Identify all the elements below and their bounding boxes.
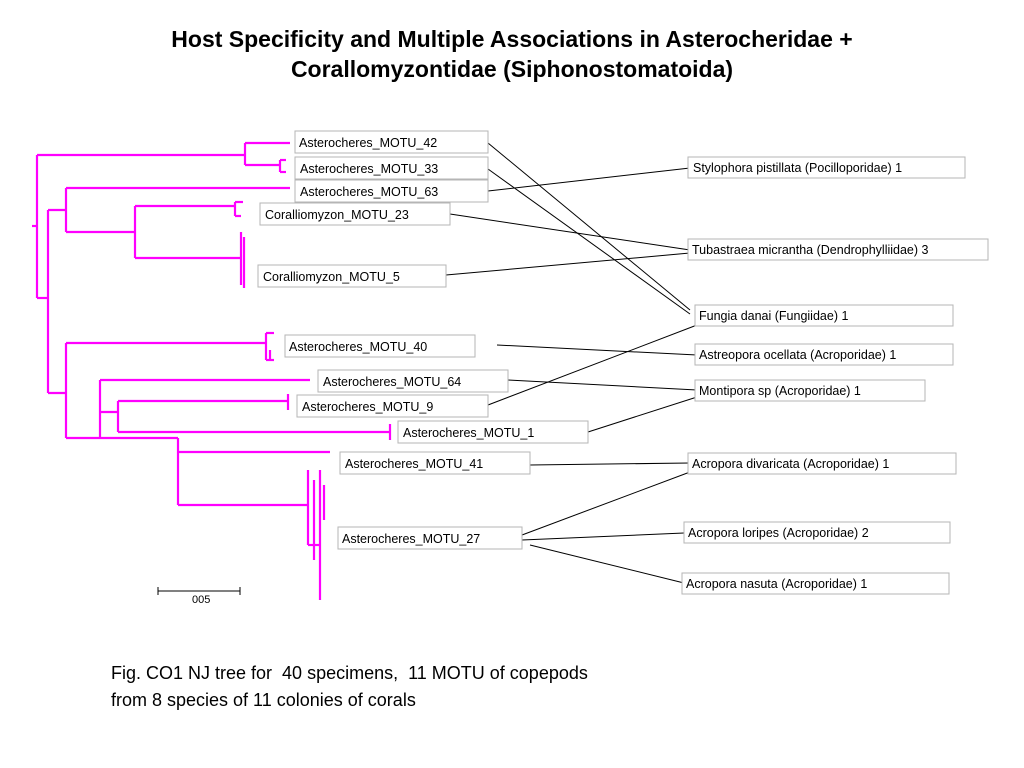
host-label-acropora-nasuta: Acropora nasuta (Acroporidae) 1 [681, 572, 950, 595]
host-label-text: Acropora loripes (Acroporidae) 2 [688, 526, 869, 540]
motu-label-27: Asterocheres_MOTU_27 [337, 526, 523, 550]
host-label-acropora-loripes: Acropora loripes (Acroporidae) 2 [683, 521, 951, 544]
motu-label-text: Coralliomyzon_MOTU_5 [263, 270, 400, 284]
host-label-text: Fungia danai (Fungiidae) 1 [699, 309, 848, 323]
motu-label-text: Asterocheres_MOTU_63 [300, 185, 438, 199]
motu-label-coralliomyzon-5: Coralliomyzon_MOTU_5 [257, 264, 447, 288]
link-motu42-fungia [487, 142, 691, 311]
link-motu40-astreopora [496, 344, 698, 356]
motu-label-text: Coralliomyzon_MOTU_23 [265, 208, 409, 222]
motu-label-9: Asterocheres_MOTU_9 [296, 394, 489, 418]
motu-label-33: Asterocheres_MOTU_33 [294, 156, 489, 180]
host-label-stylophora: Stylophora pistillata (Pocilloporidae) 1 [687, 156, 966, 179]
figure-caption: Fig. CO1 NJ tree for 40 specimens, 11 MO… [111, 660, 811, 714]
host-label-montipora: Montipora sp (Acroporidae) 1 [694, 379, 926, 402]
motu-label-text: Asterocheres_MOTU_27 [342, 532, 480, 546]
host-label-acropora-divaricata: Acropora divaricata (Acroporidae) 1 [687, 452, 957, 475]
figure-title-line-2: Corallomyzontidae (Siphonostomatoida) [290, 56, 734, 82]
figure-caption-line-2: from 8 species of 11 colonies of corals [111, 690, 416, 710]
host-label-tubastraea: Tubastraea micrantha (Dendrophylliidae) … [687, 238, 989, 261]
motu-label-coralliomyzon-23: Coralliomyzon_MOTU_23 [259, 202, 451, 226]
link-motu27-nasuta [529, 544, 685, 584]
nj-tree [32, 141, 392, 600]
motu-label-64: Asterocheres_MOTU_64 [317, 369, 509, 393]
host-label-text: Tubastraea micrantha (Dendrophylliidae) … [692, 243, 929, 257]
host-label-text: Montipora sp (Acroporidae) 1 [699, 384, 861, 398]
link-motu63-stylophora [487, 167, 691, 192]
motu-label-text: Asterocheres_MOTU_33 [300, 162, 438, 176]
host-label-text: Stylophora pistillata (Pocilloporidae) 1 [693, 161, 902, 175]
link-motu33-fungia [487, 168, 691, 315]
host-label-text: Acropora divaricata (Acroporidae) 1 [692, 457, 889, 471]
motu-label-text: Asterocheres_MOTU_9 [302, 400, 433, 414]
link-motu9-fungia [487, 324, 698, 406]
figure-caption-line-1: Fig. CO1 NJ tree for 40 specimens, 11 MO… [111, 663, 588, 683]
motu-label-41: Asterocheres_MOTU_41 [339, 451, 531, 475]
link-motu27-loripes [521, 532, 685, 541]
host-labels: Stylophora pistillata (Pocilloporidae) 1… [681, 156, 989, 595]
motu-label-text: Asterocheres_MOTU_1 [403, 426, 534, 440]
motu-label-63: Asterocheres_MOTU_63 [294, 179, 489, 203]
link-coralliomyzon5-tubastraea [445, 252, 691, 276]
host-label-astreopora: Astreopora ocellata (Acroporidae) 1 [694, 343, 954, 366]
motu-labels: Asterocheres_MOTU_42 Asterocheres_MOTU_3… [257, 130, 589, 550]
motu-label-40: Asterocheres_MOTU_40 [284, 334, 476, 358]
figure-title: Host Specificity and Multiple Associatio… [0, 24, 1024, 84]
link-coralliomyzon23-tubastraea [449, 213, 691, 251]
host-label-text: Astreopora ocellata (Acroporidae) 1 [699, 348, 896, 362]
link-motu27-divaricata [521, 471, 691, 536]
motu-label-text: Asterocheres_MOTU_41 [345, 457, 483, 471]
scale-bar-label: 005 [192, 594, 210, 606]
link-motu41-divaricata [529, 462, 691, 466]
motu-label-1: Asterocheres_MOTU_1 [397, 420, 589, 444]
figure-title-line-1: Host Specificity and Multiple Associatio… [171, 26, 853, 52]
host-label-text: Acropora nasuta (Acroporidae) 1 [686, 577, 867, 591]
host-label-fungia: Fungia danai (Fungiidae) 1 [694, 304, 954, 327]
motu-label-text: Asterocheres_MOTU_40 [289, 340, 427, 354]
motu-label-42: Asterocheres_MOTU_42 [294, 130, 489, 154]
scale-bar: 005 [157, 587, 241, 606]
link-motu1-montipora [587, 396, 698, 433]
link-motu64-montipora [507, 379, 698, 391]
motu-label-text: Asterocheres_MOTU_64 [323, 375, 461, 389]
association-lines [445, 142, 698, 584]
motu-label-text: Asterocheres_MOTU_42 [299, 136, 437, 150]
